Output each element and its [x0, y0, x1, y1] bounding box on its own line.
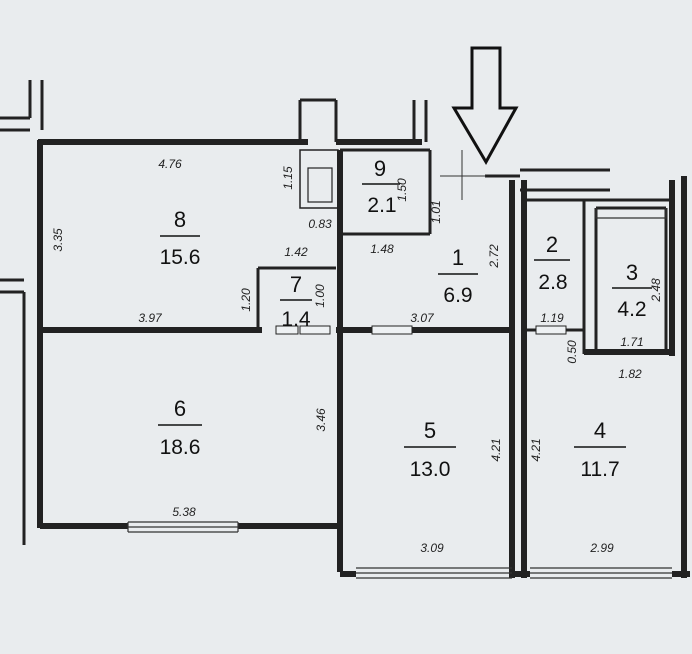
dim-label: 0.83	[308, 217, 332, 231]
room-area-9: 2.1	[367, 194, 396, 217]
entrance-mark	[440, 150, 486, 200]
dim-label: 1.82	[618, 367, 642, 381]
dim-label: 3.35	[51, 228, 65, 252]
room-number-3: 3	[626, 260, 638, 285]
room-number-7: 7	[290, 272, 302, 297]
room-area-3: 4.2	[617, 298, 646, 321]
down-arrow-icon	[451, 46, 519, 166]
dim-label: 1.48	[370, 242, 394, 256]
dim-label: 1.50	[395, 178, 409, 202]
dimension-labels: 4.76 3.35 1.15 0.83 1.50 1.48 1.01 1.42 …	[51, 157, 663, 555]
dim-label: 3.97	[138, 311, 163, 325]
room-number-4: 4	[594, 418, 606, 443]
doors	[275, 325, 567, 335]
dim-label: 1.00	[313, 284, 327, 308]
dim-label: 5.38	[172, 505, 196, 519]
dim-label: 3.46	[314, 408, 328, 432]
dim-label: 0.50	[565, 340, 579, 364]
dim-label: 4.76	[158, 157, 182, 171]
room-area-5: 13.0	[410, 458, 451, 481]
room-area-1: 6.9	[443, 284, 472, 307]
dim-label: 2.99	[589, 541, 614, 555]
dim-label: 1.42	[284, 245, 308, 259]
dim-label: 1.01	[429, 200, 443, 223]
room-number-2: 2	[546, 232, 558, 257]
dim-label: 1.15	[281, 166, 295, 190]
dim-label: 4.21	[489, 438, 503, 461]
dim-label: 2.72	[487, 244, 501, 269]
windows	[127, 208, 672, 579]
dim-label: 3.09	[420, 541, 444, 555]
room-number-1: 1	[452, 245, 464, 270]
room-area-7: 1.4	[281, 308, 311, 331]
dim-label: 1.20	[239, 288, 253, 312]
room-area-6: 18.6	[160, 436, 201, 459]
room-number-8: 8	[174, 207, 186, 232]
dim-label: 1.19	[540, 311, 564, 325]
room-number-6: 6	[174, 396, 186, 421]
dim-label: 3.07	[410, 311, 435, 325]
room-area-8: 15.6	[160, 246, 201, 269]
dim-label: 2.48	[649, 278, 663, 303]
room-number-9: 9	[374, 156, 386, 181]
walls	[0, 80, 690, 578]
dim-label: 4.21	[529, 438, 543, 461]
dim-label: 1.71	[620, 335, 643, 349]
room-area-4: 11.7	[580, 458, 619, 481]
room-number-5: 5	[424, 418, 436, 443]
room-labels: 8 15.6 9 2.1 7 1.4 1 6.9 2 2.8 3 4.2 6 1…	[158, 156, 652, 481]
room-area-2: 2.8	[538, 271, 567, 294]
